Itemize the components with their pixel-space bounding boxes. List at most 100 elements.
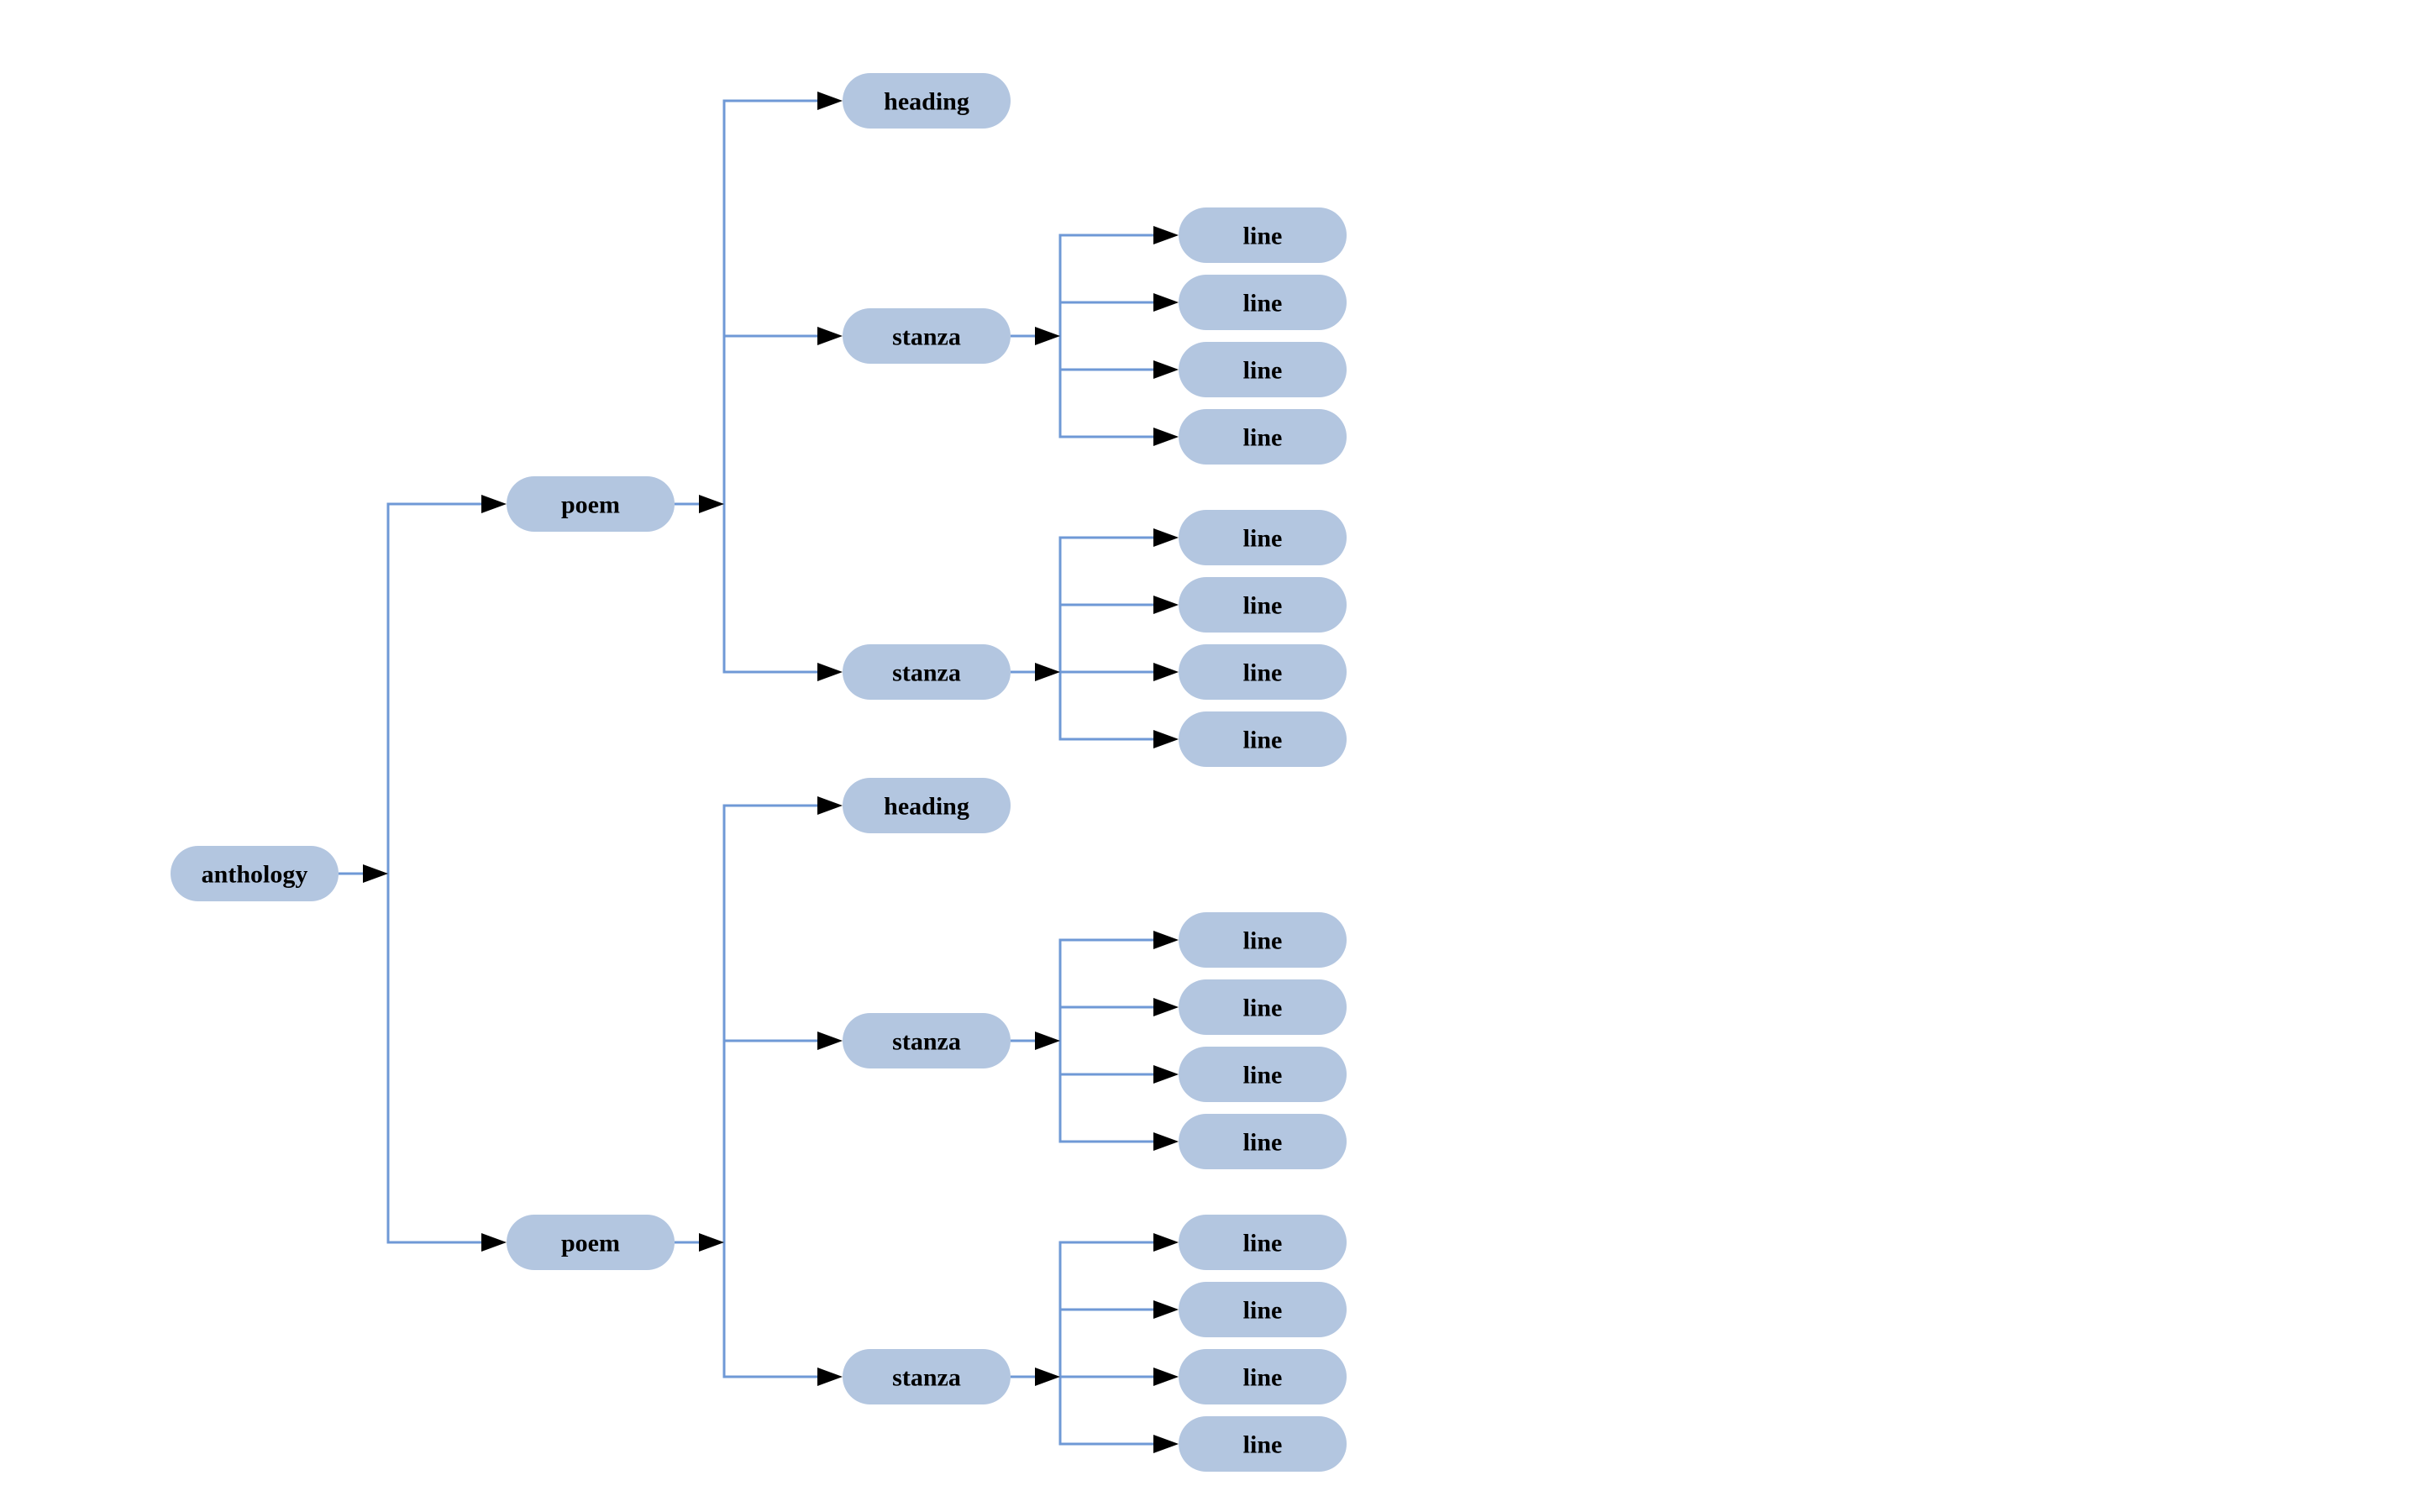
node-stanza-3-shape <box>843 1013 1011 1068</box>
node-line-14: line <box>1179 1282 1347 1337</box>
node-heading-1-shape <box>843 73 1011 129</box>
node-poem-1-shape <box>507 476 675 532</box>
arrow-to-line-10 <box>1153 998 1179 1016</box>
node-poem-1: poem <box>507 476 675 532</box>
node-poem-2: poem <box>507 1215 675 1270</box>
arrow-to-line-15 <box>1153 1368 1179 1386</box>
arrowhead-layer <box>363 92 1179 1453</box>
node-anthology-label: anthology <box>202 861 308 889</box>
node-line-13-shape <box>1179 1215 1347 1270</box>
arrow-stanza-3-to-rail <box>1035 1032 1060 1050</box>
node-stanza-2-shape <box>843 644 1011 700</box>
arrow-to-line-13 <box>1153 1233 1179 1252</box>
arrow-to-stanza-4 <box>817 1368 843 1386</box>
node-line-10: line <box>1179 979 1347 1035</box>
node-line-5-label: line <box>1243 525 1283 553</box>
arrow-to-stanza-2 <box>817 663 843 681</box>
node-line-1-label: line <box>1243 223 1283 250</box>
arrow-anthology-to-rail <box>363 864 388 883</box>
node-line-11: line <box>1179 1047 1347 1102</box>
node-line-11-shape <box>1179 1047 1347 1102</box>
arrow-to-line-7 <box>1153 663 1179 681</box>
arrow-to-line-1 <box>1153 226 1179 244</box>
edge-rail-stanza-4 <box>1058 1241 1153 1446</box>
node-line-5-shape <box>1179 510 1347 565</box>
edge-rail-poem-1 <box>722 99 817 674</box>
node-line-4: line <box>1179 409 1347 465</box>
node-stanza-1-label: stanza <box>892 323 961 351</box>
node-line-11-label: line <box>1243 1062 1283 1089</box>
node-line-14-shape <box>1179 1282 1347 1337</box>
arrow-stanza-2-to-rail <box>1035 663 1060 681</box>
node-line-3: line <box>1179 342 1347 397</box>
node-layer: anthology poem poem heading stanza stanz… <box>171 73 1347 1472</box>
arrow-to-line-2 <box>1153 293 1179 312</box>
arrow-to-line-16 <box>1153 1435 1179 1453</box>
arrow-to-line-5 <box>1153 528 1179 547</box>
node-stanza-2-label: stanza <box>892 659 961 687</box>
arrow-to-heading-2 <box>817 796 843 815</box>
node-line-10-label: line <box>1243 995 1283 1022</box>
edge-layer <box>339 99 1153 1446</box>
arrow-to-line-4 <box>1153 428 1179 446</box>
node-stanza-3-label: stanza <box>892 1028 961 1056</box>
node-line-12: line <box>1179 1114 1347 1169</box>
node-poem-1-label: poem <box>561 491 620 519</box>
arrow-stanza-4-to-rail <box>1035 1368 1060 1386</box>
node-line-15: line <box>1179 1349 1347 1404</box>
node-line-6-shape <box>1179 577 1347 633</box>
node-heading-2-shape <box>843 778 1011 833</box>
arrow-to-line-11 <box>1153 1065 1179 1084</box>
node-line-12-label: line <box>1243 1129 1283 1157</box>
node-line-4-shape <box>1179 409 1347 465</box>
edge-rail-poem-2 <box>722 804 817 1378</box>
arrow-to-poem-1 <box>481 495 507 513</box>
node-line-5: line <box>1179 510 1347 565</box>
arrow-poem-2-to-rail <box>699 1233 724 1252</box>
node-line-3-shape <box>1179 342 1347 397</box>
node-line-16-label: line <box>1243 1431 1283 1459</box>
node-line-1-shape <box>1179 207 1347 263</box>
node-stanza-3: stanza <box>843 1013 1011 1068</box>
node-heading-2: heading <box>843 778 1011 833</box>
arrow-to-line-6 <box>1153 596 1179 614</box>
node-line-4-label: line <box>1243 424 1283 452</box>
node-line-13-label: line <box>1243 1230 1283 1257</box>
node-stanza-4-label: stanza <box>892 1364 961 1392</box>
edge-rail-stanza-1 <box>1058 234 1153 438</box>
node-line-6-label: line <box>1243 592 1283 620</box>
node-line-9-label: line <box>1243 927 1283 955</box>
arrow-to-line-14 <box>1153 1300 1179 1319</box>
node-line-13: line <box>1179 1215 1347 1270</box>
node-anthology-shape <box>171 846 339 901</box>
arrow-to-stanza-3 <box>817 1032 843 1050</box>
node-line-7-shape <box>1179 644 1347 700</box>
node-line-7: line <box>1179 644 1347 700</box>
node-line-10-shape <box>1179 979 1347 1035</box>
node-line-6: line <box>1179 577 1347 633</box>
node-line-1: line <box>1179 207 1347 263</box>
arrow-to-line-12 <box>1153 1132 1179 1151</box>
arrow-to-stanza-1 <box>817 327 843 345</box>
node-line-8: line <box>1179 711 1347 767</box>
node-line-12-shape <box>1179 1114 1347 1169</box>
node-poem-2-label: poem <box>561 1230 620 1257</box>
node-heading-1: heading <box>843 73 1011 129</box>
edge-rail-stanza-2 <box>1058 536 1153 741</box>
node-anthology: anthology <box>171 846 339 901</box>
node-stanza-1: stanza <box>843 308 1011 364</box>
node-line-2-label: line <box>1243 290 1283 318</box>
arrow-poem-1-to-rail <box>699 495 724 513</box>
node-heading-1-label: heading <box>884 88 969 116</box>
node-line-2: line <box>1179 275 1347 330</box>
node-poem-2-shape <box>507 1215 675 1270</box>
node-line-9: line <box>1179 912 1347 968</box>
node-line-15-shape <box>1179 1349 1347 1404</box>
node-stanza-2: stanza <box>843 644 1011 700</box>
node-line-16-shape <box>1179 1416 1347 1472</box>
node-line-7-label: line <box>1243 659 1283 687</box>
node-stanza-1-shape <box>843 308 1011 364</box>
node-line-8-shape <box>1179 711 1347 767</box>
